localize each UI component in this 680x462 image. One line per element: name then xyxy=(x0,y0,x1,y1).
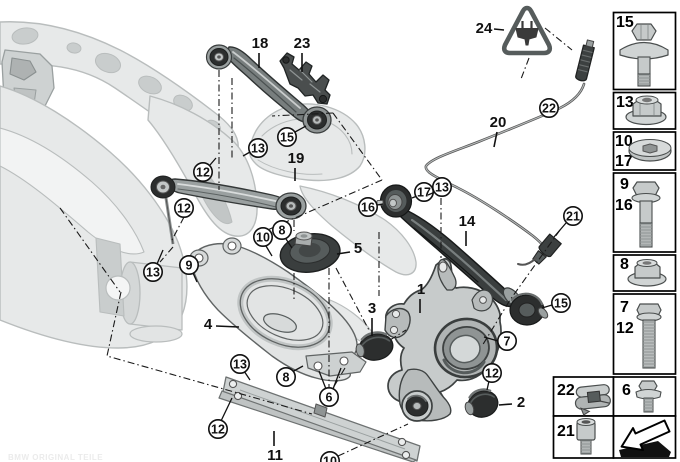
svg-text:12: 12 xyxy=(196,165,210,179)
svg-text:13: 13 xyxy=(616,94,634,111)
svg-text:7: 7 xyxy=(504,334,511,348)
svg-text:12: 12 xyxy=(177,201,191,215)
svg-text:13: 13 xyxy=(251,141,265,155)
svg-text:15: 15 xyxy=(280,130,294,144)
svg-text:10: 10 xyxy=(323,454,337,462)
svg-text:12: 12 xyxy=(485,366,499,380)
svg-text:9: 9 xyxy=(186,258,193,272)
svg-text:22: 22 xyxy=(557,382,575,399)
svg-text:8: 8 xyxy=(279,223,286,237)
svg-text:14: 14 xyxy=(459,213,476,230)
svg-text:17: 17 xyxy=(615,153,633,170)
svg-text:13: 13 xyxy=(233,357,247,371)
svg-text:6: 6 xyxy=(622,382,631,399)
svg-text:16: 16 xyxy=(361,200,375,214)
svg-text:11: 11 xyxy=(267,447,283,462)
svg-text:6: 6 xyxy=(326,390,333,404)
svg-text:23: 23 xyxy=(294,35,311,52)
svg-text:4: 4 xyxy=(204,316,213,333)
svg-text:16: 16 xyxy=(615,197,633,214)
svg-text:8: 8 xyxy=(283,370,290,384)
svg-text:12: 12 xyxy=(616,320,634,337)
svg-text:8: 8 xyxy=(620,256,629,273)
svg-text:24: 24 xyxy=(476,20,493,37)
svg-text:13: 13 xyxy=(435,180,449,194)
svg-text:15: 15 xyxy=(554,296,568,310)
svg-text:13: 13 xyxy=(146,265,160,279)
svg-text:1: 1 xyxy=(417,281,425,298)
svg-text:21: 21 xyxy=(566,209,580,223)
svg-text:3: 3 xyxy=(368,300,376,317)
svg-text:15: 15 xyxy=(616,14,634,31)
svg-text:9: 9 xyxy=(620,176,629,193)
svg-text:BMW ORIGINAL TEILE: BMW ORIGINAL TEILE xyxy=(8,453,103,462)
svg-text:20: 20 xyxy=(490,114,507,131)
svg-text:10: 10 xyxy=(256,230,270,244)
svg-text:12: 12 xyxy=(211,422,225,436)
svg-text:21: 21 xyxy=(557,423,575,440)
svg-text:7: 7 xyxy=(620,299,629,316)
svg-text:22: 22 xyxy=(542,101,556,115)
svg-text:10: 10 xyxy=(615,133,633,150)
svg-text:17: 17 xyxy=(417,185,431,199)
svg-text:19: 19 xyxy=(288,150,305,167)
svg-text:18: 18 xyxy=(252,35,269,52)
svg-text:5: 5 xyxy=(354,240,362,257)
svg-text:2: 2 xyxy=(517,394,525,411)
